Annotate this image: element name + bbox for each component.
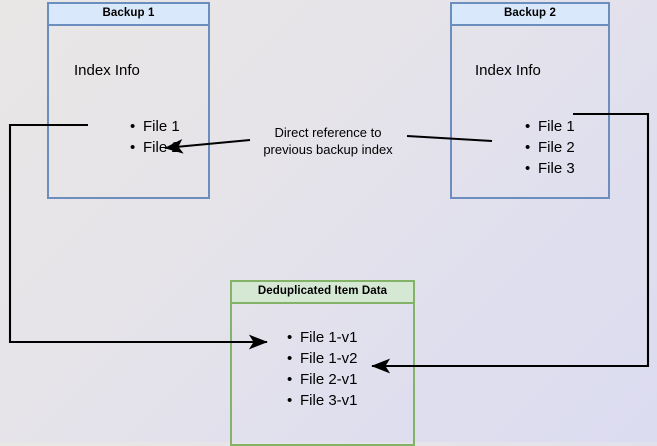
list-item: File 1-v2 — [287, 348, 357, 369]
list-item: File 2-v1 — [287, 369, 357, 390]
backup2-header: Backup 2 — [452, 4, 608, 26]
backup2-body: Index Info File 1 File 2 File 3 — [452, 26, 608, 197]
dedup-file-list: File 1-v1 File 1-v2 File 2-v1 File 3-v1 — [274, 327, 357, 411]
list-item: File 2 — [130, 137, 180, 158]
direct-reference-caption: Direct reference to previous backup inde… — [253, 124, 403, 158]
dedup-body: File 1-v1 File 1-v2 File 2-v1 File 3-v1 — [232, 304, 413, 444]
caption-line-1: Direct reference to — [274, 125, 382, 140]
backup2-index-info-label: Index Info — [475, 62, 541, 79]
list-item: File 1 — [525, 116, 575, 137]
backup2-box: Backup 2 Index Info File 1 File 2 File 3 — [450, 2, 610, 199]
backup1-header: Backup 1 — [49, 4, 208, 26]
backup1-body: Index Info File 1 File 2 — [49, 26, 208, 197]
dedup-header: Deduplicated Item Data — [232, 282, 413, 304]
list-item: File 3 — [525, 158, 575, 179]
dedup-box: Deduplicated Item Data File 1-v1 File 1-… — [230, 280, 415, 446]
list-item: File 2 — [525, 137, 575, 158]
backup1-index-info-label: Index Info — [74, 62, 140, 79]
backup1-box: Backup 1 Index Info File 1 File 2 — [47, 2, 210, 199]
list-item: File 1-v1 — [287, 327, 357, 348]
caption-line-2: previous backup index — [263, 142, 393, 157]
list-item: File 1 — [130, 116, 180, 137]
backup2-file-list: File 1 File 2 File 3 — [512, 116, 575, 179]
backup1-file-list: File 1 File 2 — [117, 116, 180, 158]
list-item: File 3-v1 — [287, 390, 357, 411]
